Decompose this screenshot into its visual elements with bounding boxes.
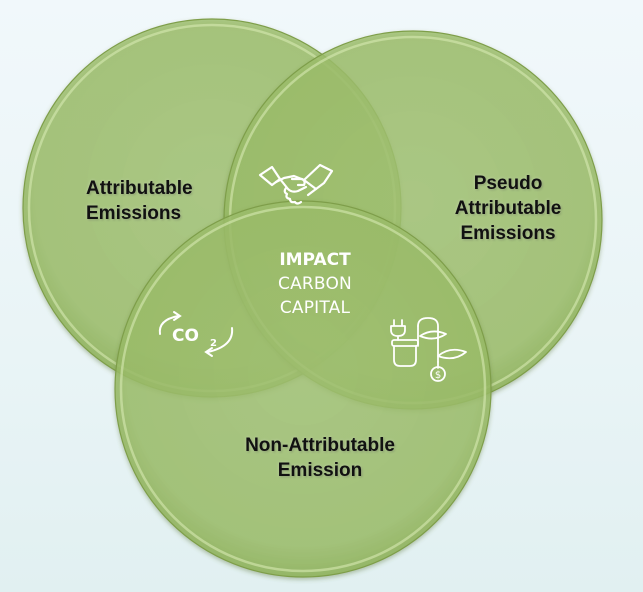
- svg-text:CO: CO: [172, 326, 199, 346]
- label-pseudo-attributable: Pseudo Attributable Emissions: [442, 171, 574, 246]
- label-line: Emissions: [86, 203, 182, 224]
- label-line: Emissions: [460, 223, 556, 244]
- center-line-3: CAPITAL: [279, 298, 351, 318]
- co2-cycle-icon: CO 2: [158, 311, 234, 357]
- handshake-icon: [258, 163, 334, 205]
- label-line: Pseudo: [473, 173, 543, 194]
- label-line: Non-Attributable: [245, 435, 395, 456]
- label-attributable: Attributable Emissions: [86, 176, 193, 226]
- dollar-symbol: $: [435, 370, 441, 381]
- label-non-attributable: Non-Attributable Emission: [222, 433, 418, 483]
- center-line-2: CARBON: [278, 274, 352, 294]
- label-line: Attributable: [86, 178, 193, 199]
- center-title: IMPACT: [279, 250, 351, 270]
- label-line: Attributable: [454, 198, 562, 219]
- label-line: Emission: [277, 460, 363, 481]
- green-energy-money-icon: [390, 317, 467, 382]
- circle-non-attributable: [114, 200, 492, 578]
- center-label-impact-carbon-capital: IMPACT CARBON CAPITAL: [255, 248, 375, 320]
- svg-text:2: 2: [210, 338, 217, 349]
